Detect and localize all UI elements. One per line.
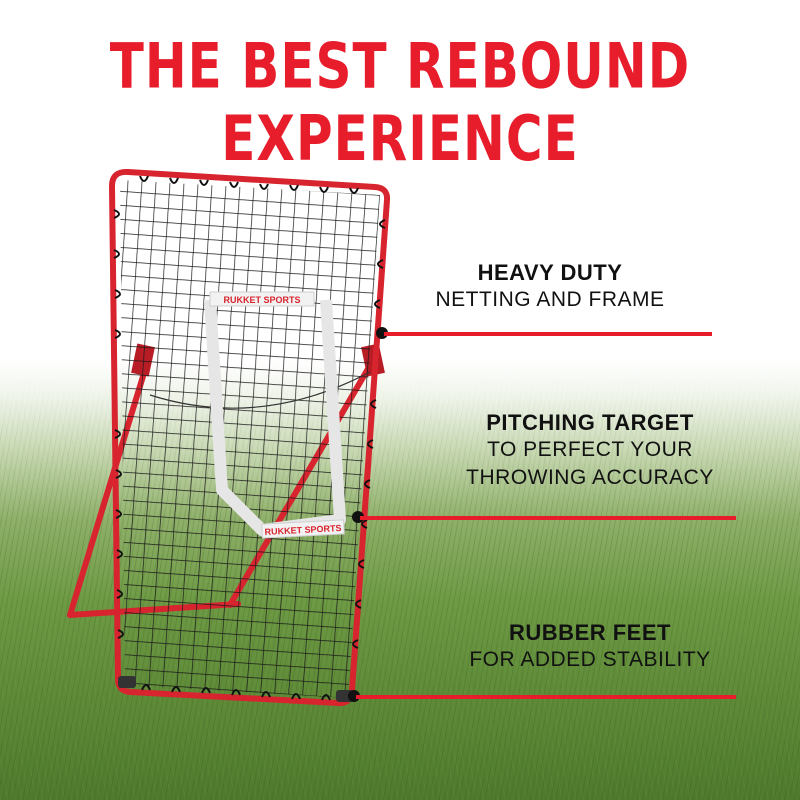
- target-brand-top: RUKKET SPORTS: [223, 295, 300, 305]
- callout-pointer-line: [360, 516, 736, 520]
- callout-subtitle: FOR ADDED STABILITY: [469, 648, 711, 671]
- callout-pitching-target: PITCHING TARGET TO PERFECT YOUR THROWING…: [440, 410, 740, 492]
- callout-heavy-duty: HEAVY DUTY NETTING AND FRAME: [420, 260, 680, 314]
- callout-subtitle: NETTING AND FRAME: [435, 288, 665, 311]
- callout-pointer-dot: [352, 511, 364, 523]
- target-brand-bottom: RUKKET SPORTS: [264, 523, 341, 537]
- callout-rubber-feet: RUBBER FEET FOR ADDED STABILITY: [450, 620, 730, 674]
- callout-title: RUBBER FEET: [509, 620, 671, 645]
- callout-pointer-line: [384, 332, 712, 336]
- rebounder-frame: [108, 168, 391, 707]
- callout-pointer-dot: [376, 327, 388, 339]
- callout-title: HEAVY DUTY: [477, 260, 623, 285]
- bungee-cords: [113, 175, 386, 701]
- callout-title: PITCHING TARGET: [486, 410, 694, 435]
- callout-pointer-dot: [348, 690, 360, 702]
- headline: THE BEST REBOUND EXPERIENCE: [109, 30, 691, 175]
- pitching-target: RUKKET SPORTS RUKKET SPORTS: [204, 291, 346, 539]
- callout-subtitle: TO PERFECT YOUR: [487, 438, 693, 461]
- callout-subtitle: THROWING ACCURACY: [466, 466, 714, 489]
- callout-pointer-line: [356, 695, 736, 699]
